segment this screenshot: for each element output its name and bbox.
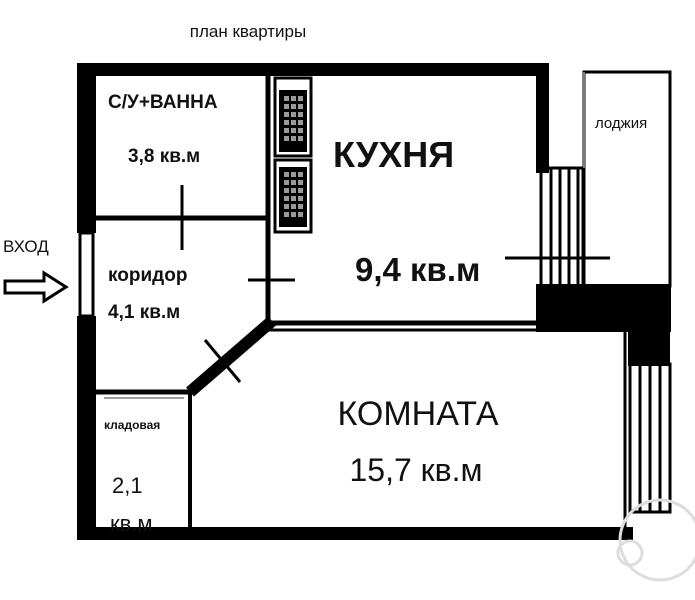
- room-window: [628, 362, 672, 514]
- entrance-arrow-icon: [3, 270, 69, 304]
- storage-area-value: 2,1: [112, 473, 143, 498]
- kitchen-name: КУХНЯ: [333, 134, 454, 175]
- watermark-logo-icon: [616, 498, 695, 582]
- entrance-label: ВХОД: [3, 237, 49, 256]
- bathroom-name: С/У+ВАННА: [108, 92, 218, 113]
- bathroom-area: 3,8 кв.м: [128, 146, 200, 167]
- loggia-outline: [582, 70, 672, 288]
- room-name: КОМНАТА: [337, 395, 498, 433]
- loggia-name: лоджия: [595, 115, 647, 132]
- corridor-area: 4,1 кв.м: [108, 302, 180, 323]
- outer-walls: [77, 63, 671, 540]
- entrance-door: [78, 231, 95, 318]
- plan-title: план квартиры: [190, 22, 306, 41]
- room-area: 15,7 кв.м: [349, 452, 482, 488]
- kitchen-window: [539, 166, 585, 288]
- kitchen-area: 9,4 кв.м: [355, 251, 480, 288]
- corridor-name: коридор: [108, 265, 187, 286]
- ventilation-shaft-icon: [273, 76, 313, 234]
- door-markers: [180, 185, 610, 383]
- storage-name: кладовая: [104, 418, 160, 432]
- storage-area-unit: кв.м: [110, 511, 153, 536]
